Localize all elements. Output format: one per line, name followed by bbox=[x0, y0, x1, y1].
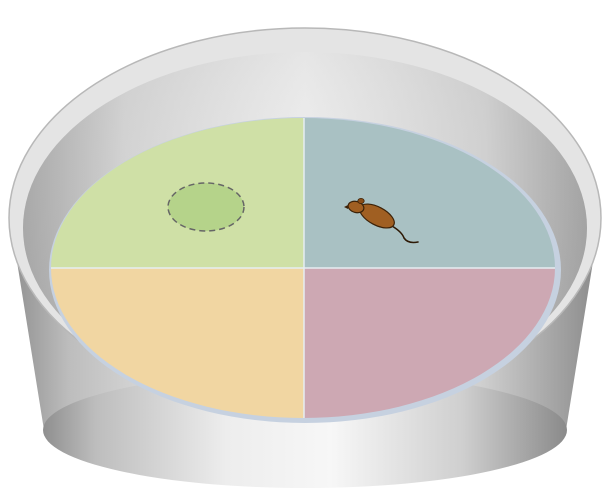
mouse-ear bbox=[358, 198, 364, 203]
platform-dashed-circle bbox=[168, 183, 244, 231]
